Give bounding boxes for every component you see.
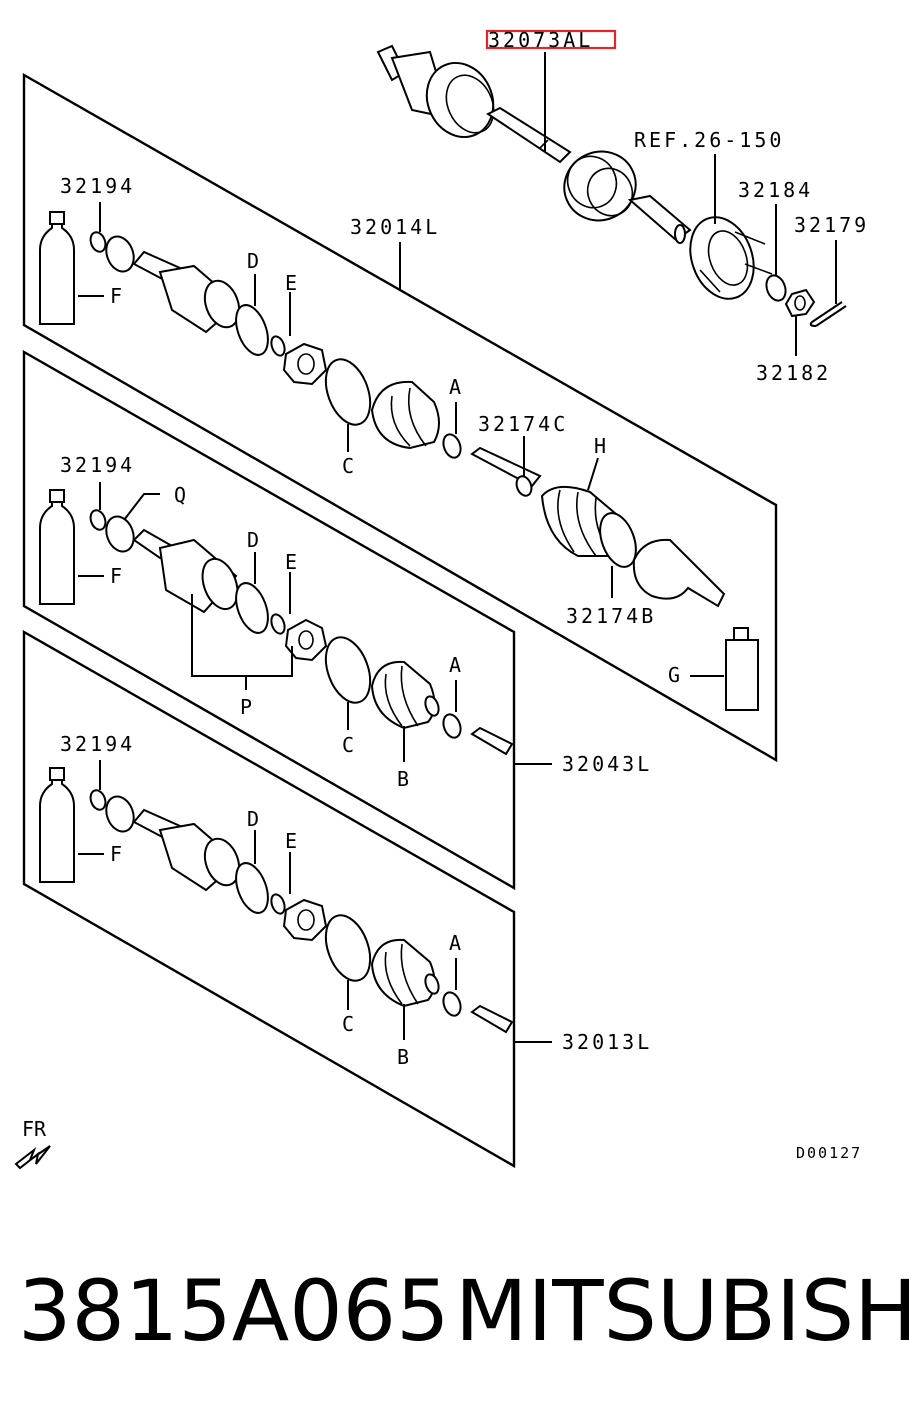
letter-c-1[interactable]: C <box>342 454 354 478</box>
ring-large-1[interactable] <box>102 233 139 276</box>
hub[interactable] <box>679 208 773 307</box>
part-number: 3815A065 <box>18 1262 450 1360</box>
band-c-1[interactable] <box>318 353 379 431</box>
letter-g[interactable]: G <box>668 663 680 687</box>
panel-32014l <box>22 72 778 763</box>
main-part-label[interactable]: 32073AL <box>488 28 593 52</box>
label-32179[interactable]: 32179 <box>794 213 869 237</box>
boot-b-1[interactable] <box>370 660 441 730</box>
driveshaft-assembly[interactable] <box>376 44 692 244</box>
letter-h[interactable]: H <box>594 434 606 458</box>
front-arrow-icon <box>14 1145 51 1170</box>
ring-e-1[interactable] <box>269 335 287 358</box>
ring-e-2[interactable] <box>269 613 287 636</box>
brand-name: MITSUBISHI <box>455 1262 909 1360</box>
ring-32194-3[interactable] <box>88 788 108 812</box>
letter-c-3[interactable]: C <box>342 1012 354 1036</box>
shaft-3[interactable] <box>470 1004 514 1034</box>
band-c-2[interactable] <box>318 631 379 709</box>
hub-nut[interactable] <box>784 288 816 318</box>
label-32194-1[interactable]: 32194 <box>60 174 135 198</box>
ring-d-2[interactable] <box>230 579 274 637</box>
outer-joint-1[interactable] <box>632 538 726 608</box>
ring-d-1[interactable] <box>230 301 274 359</box>
band-32174b[interactable] <box>593 508 642 572</box>
main-part-highlight <box>485 29 617 50</box>
label-32184[interactable]: 32184 <box>738 178 813 202</box>
inner-joint-1[interactable] <box>132 250 245 334</box>
panel-32043l <box>22 349 516 891</box>
ring-d-3[interactable] <box>230 859 274 917</box>
letter-e-3[interactable]: E <box>285 829 297 853</box>
letter-f-2[interactable]: F <box>110 564 122 588</box>
boot-b-2[interactable] <box>370 938 441 1008</box>
diagram-code: D00127 <box>796 1144 862 1162</box>
clamp-a-3[interactable] <box>440 990 463 1018</box>
parts-diagram: 32073AL REF.26-150 32184 32179 32182 320… <box>14 28 869 1170</box>
label-32174c[interactable]: 32174C <box>478 412 568 436</box>
letter-b-1[interactable]: B <box>397 767 409 791</box>
letter-e-1[interactable]: E <box>285 271 297 295</box>
letter-d-1[interactable]: D <box>247 249 259 273</box>
label-32013l[interactable]: 32013L <box>562 1030 652 1054</box>
band-32174c[interactable] <box>514 474 534 498</box>
label-32194-3[interactable]: 32194 <box>60 732 135 756</box>
letter-e-2[interactable]: E <box>285 550 297 574</box>
fr-label: FR <box>22 1117 47 1141</box>
ref-label[interactable]: REF.26-150 <box>634 128 784 152</box>
inner-joint-2[interactable] <box>132 528 244 614</box>
letter-d-3[interactable]: D <box>247 807 259 831</box>
letter-c-2[interactable]: C <box>342 733 354 757</box>
letter-f-3[interactable]: F <box>110 842 122 866</box>
letter-f-1[interactable]: F <box>110 284 122 308</box>
label-32194-2[interactable]: 32194 <box>60 453 135 477</box>
cotter-pin[interactable] <box>809 301 847 327</box>
clamp-a-1[interactable] <box>440 432 463 460</box>
boot-1[interactable] <box>370 380 440 450</box>
footer: 3815A065 MITSUBISHI <box>0 1262 909 1372</box>
tripod-2[interactable] <box>284 618 328 662</box>
letter-a-2[interactable]: A <box>449 653 461 677</box>
clamp-a-2[interactable] <box>440 712 463 740</box>
ring-large-3[interactable] <box>102 793 139 836</box>
ring-32194-1[interactable] <box>88 230 108 254</box>
inner-joint-3[interactable] <box>132 808 245 892</box>
label-32174b[interactable]: 32174B <box>566 604 656 628</box>
shaft-2[interactable] <box>470 726 514 756</box>
grease-tube-1[interactable] <box>39 211 75 325</box>
label-32043l[interactable]: 32043L <box>562 752 652 776</box>
ring-e-3[interactable] <box>269 893 287 916</box>
letter-q[interactable]: Q <box>174 483 186 507</box>
tripod-3[interactable] <box>282 898 328 942</box>
letter-d-2[interactable]: D <box>247 528 259 552</box>
panel-32013l <box>22 629 516 1169</box>
hub-washer[interactable] <box>763 273 789 304</box>
grease-tube-2[interactable] <box>39 489 75 605</box>
ring-q[interactable] <box>102 513 139 556</box>
band-c-3[interactable] <box>318 909 379 987</box>
grease-tube-3[interactable] <box>39 767 75 883</box>
letter-a-1[interactable]: A <box>449 375 461 399</box>
ring-32194-2[interactable] <box>88 508 108 532</box>
label-32182[interactable]: 32182 <box>756 361 831 385</box>
grease-can-g[interactable] <box>725 627 759 711</box>
label-32014l[interactable]: 32014L <box>350 215 440 239</box>
letter-p[interactable]: P <box>240 695 252 719</box>
letter-b-2[interactable]: B <box>397 1045 409 1069</box>
letter-a-3[interactable]: A <box>449 931 461 955</box>
tripod-1[interactable] <box>282 342 328 386</box>
leader-lines <box>78 52 837 1043</box>
